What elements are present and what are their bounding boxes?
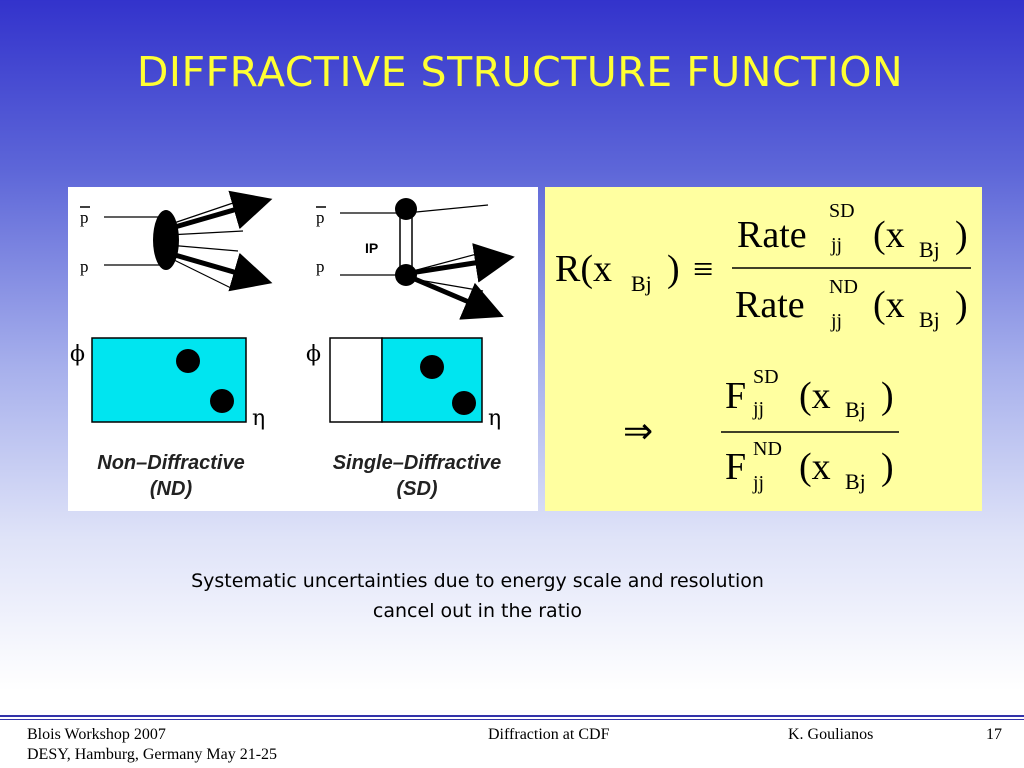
numerator-f-x: (x bbox=[799, 375, 831, 417]
denominator-rate: Rate bbox=[735, 284, 805, 326]
numerator-x: (x bbox=[873, 214, 905, 256]
nd-track bbox=[167, 256, 234, 290]
denominator-f-close: ) bbox=[881, 446, 894, 488]
footer-talk-title: Diffraction at CDF bbox=[488, 726, 610, 743]
numerator-f-bj: Bj bbox=[845, 397, 866, 422]
nd-jet-dot bbox=[210, 389, 234, 413]
nd-interaction-blob bbox=[153, 210, 179, 270]
sd-pbar-label: p bbox=[316, 208, 325, 227]
slide-title: DIFFRACTIVE STRUCTURE FUNCTION bbox=[136, 48, 904, 96]
caption-line-1: Systematic uncertainties due to energy s… bbox=[191, 570, 764, 592]
numerator-f-sd: SD bbox=[753, 366, 779, 388]
slide-caption: Systematic uncertainties due to energy s… bbox=[0, 566, 955, 626]
nd-eta-label: η bbox=[252, 406, 265, 431]
footer-author: K. Goulianos bbox=[788, 726, 874, 743]
nd-track bbox=[167, 230, 244, 236]
numerator-bj: Bj bbox=[919, 237, 940, 262]
sd-caption-title: Single–Diffractive bbox=[333, 452, 502, 474]
nd-pbar-label: p bbox=[80, 208, 89, 227]
nd-jet-arrow bbox=[167, 190, 273, 232]
footer-divider bbox=[0, 715, 1024, 717]
denominator-f-jj: jj bbox=[752, 472, 764, 494]
sd-eta-label: η bbox=[488, 406, 501, 431]
sd-p-label: p bbox=[316, 257, 325, 276]
denominator-f: F bbox=[725, 446, 746, 488]
denominator-jj: jj bbox=[830, 310, 842, 332]
implies-symbol: ⇒ bbox=[623, 411, 653, 451]
caption-line-2: cancel out in the ratio bbox=[372, 600, 583, 622]
sd-phi-label: ϕ bbox=[306, 342, 321, 367]
event-diagram-panel: p p p p IP bbox=[68, 187, 538, 511]
r-subscript-bj: Bj bbox=[631, 271, 652, 296]
sd-jet-arrow bbox=[409, 243, 515, 283]
denominator-f-bj: Bj bbox=[845, 469, 866, 494]
sd-phi-eta-plot: ϕ η Single–Diffractive (SD) bbox=[306, 337, 502, 500]
numerator-close: ) bbox=[955, 214, 968, 256]
nd-track bbox=[167, 244, 239, 252]
nd-jet-arrow bbox=[167, 250, 273, 292]
sd-interaction-diagram: p p IP bbox=[316, 198, 515, 320]
denominator-f-x: (x bbox=[799, 446, 831, 488]
sd-lower-vertex bbox=[395, 264, 417, 286]
sd-jet-arrow bbox=[409, 274, 504, 320]
footer-event-location: DESY, Hamburg, Germany May 21-25 bbox=[27, 746, 278, 763]
denominator-x: (x bbox=[873, 284, 905, 326]
formula-panel: R(x Bj ) ≡ Rate SD jj (x Bj ) Rate ND jj… bbox=[545, 187, 982, 511]
sd-upper-vertex bbox=[395, 198, 417, 220]
nd-phi-eta-plot: ϕ η Non–Diffractive (ND) bbox=[70, 337, 265, 500]
ratio-definition: R(x Bj ) ≡ Rate SD jj (x Bj ) Rate ND jj… bbox=[555, 200, 971, 332]
footer-divider-thin bbox=[0, 719, 1024, 720]
r-function: R(x bbox=[555, 248, 612, 290]
nd-phi-label: ϕ bbox=[70, 342, 85, 367]
sd-ip-label: IP bbox=[365, 240, 378, 256]
numerator-jj: jj bbox=[830, 234, 842, 256]
denominator-f-nd: ND bbox=[753, 438, 782, 460]
numerator-rate: Rate bbox=[737, 214, 807, 256]
denominator-close: ) bbox=[955, 284, 968, 326]
numerator-f-close: ) bbox=[881, 375, 894, 417]
r-close-paren: ) bbox=[667, 248, 680, 290]
sd-pbar-outgoing bbox=[405, 204, 489, 214]
denominator-bj: Bj bbox=[919, 307, 940, 332]
sd-rapidity-gap bbox=[329, 337, 383, 423]
footer-page-number: 17 bbox=[986, 726, 1002, 743]
numerator-sd: SD bbox=[829, 200, 855, 222]
footer-event: Blois Workshop 2007 DESY, Hamburg, Germa… bbox=[27, 725, 277, 765]
nd-track bbox=[167, 202, 234, 226]
equiv-symbol: ≡ bbox=[693, 249, 713, 289]
sd-jet-dot bbox=[420, 355, 444, 379]
numerator-f: F bbox=[725, 375, 746, 417]
sd-caption-abbrev: (SD) bbox=[396, 478, 437, 500]
numerator-f-jj: jj bbox=[752, 398, 764, 420]
nd-caption-title: Non–Diffractive bbox=[97, 452, 244, 474]
structure-function-ratio: ⇒ F SD jj (x Bj ) F ND jj (x Bj ) bbox=[623, 366, 899, 494]
nd-caption-abbrev: (ND) bbox=[150, 478, 193, 500]
nd-p-label: p bbox=[80, 257, 89, 276]
footer-event-name: Blois Workshop 2007 bbox=[27, 726, 166, 743]
nd-interaction-diagram: p p bbox=[80, 190, 273, 292]
denominator-nd: ND bbox=[829, 276, 858, 298]
nd-jet-dot bbox=[176, 349, 200, 373]
sd-jet-dot bbox=[452, 391, 476, 415]
